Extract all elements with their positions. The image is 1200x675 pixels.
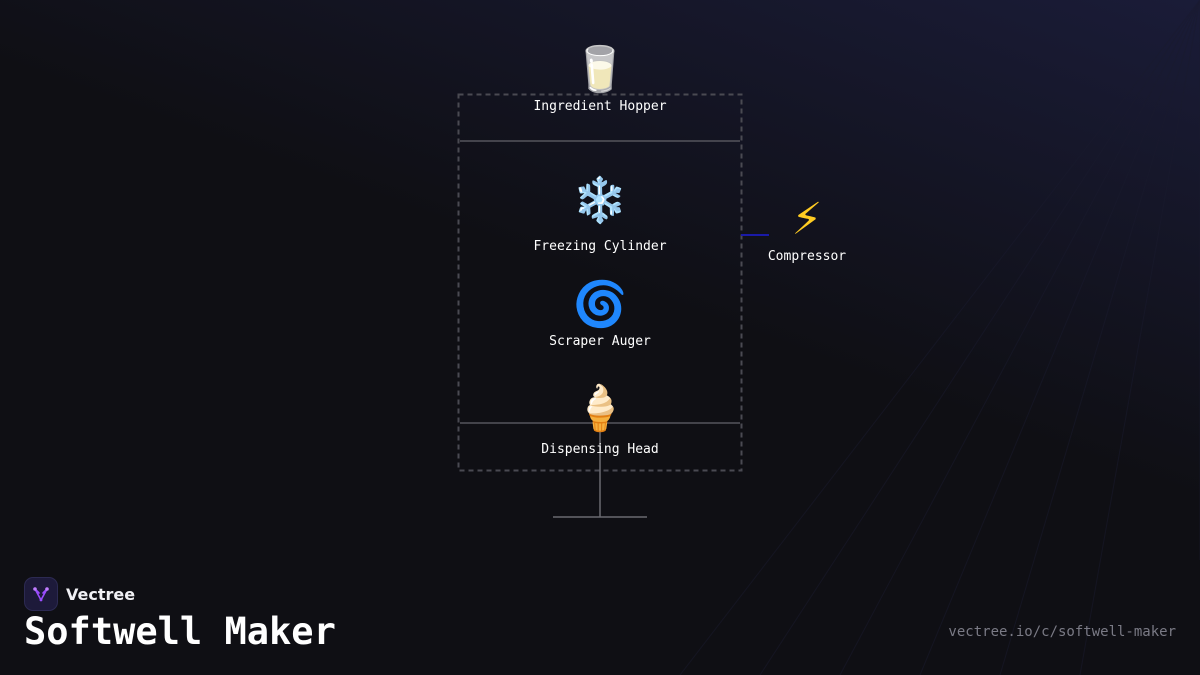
page-url[interactable]: vectree.io/c/softwell-maker bbox=[948, 624, 1176, 640]
node-ingredient-hopper[interactable]: 🥛 Ingredient Hopper bbox=[490, 44, 710, 115]
node-compressor[interactable]: ⚡ Compressor bbox=[697, 194, 917, 265]
vectree-logo-icon bbox=[24, 577, 58, 611]
node-dispensing-head[interactable]: 🍦 Dispensing Head bbox=[490, 383, 710, 458]
machine-boundary bbox=[457, 93, 743, 472]
soft-serve-icon: 🍦 bbox=[572, 383, 628, 434]
milk-glass-icon: 🥛 bbox=[572, 44, 628, 95]
brand: Vectree bbox=[24, 577, 135, 611]
node-freezing-cylinder[interactable]: ❄️ Freezing Cylinder bbox=[490, 175, 710, 255]
node-scraper-auger[interactable]: 🌀 Scraper Auger bbox=[490, 279, 710, 350]
lightning-icon: ⚡ bbox=[791, 194, 823, 245]
brand-name: Vectree bbox=[66, 584, 136, 604]
node-label: Ingredient Hopper bbox=[533, 99, 667, 114]
node-label: Freezing Cylinder bbox=[533, 239, 667, 254]
snowflake-icon: ❄️ bbox=[572, 175, 628, 226]
cyclone-icon: 🌀 bbox=[572, 279, 628, 330]
page-title: Softwell Maker bbox=[24, 610, 336, 653]
node-label: Scraper Auger bbox=[549, 334, 651, 349]
node-label: Compressor bbox=[767, 249, 847, 264]
node-label: Dispensing Head bbox=[541, 442, 659, 457]
